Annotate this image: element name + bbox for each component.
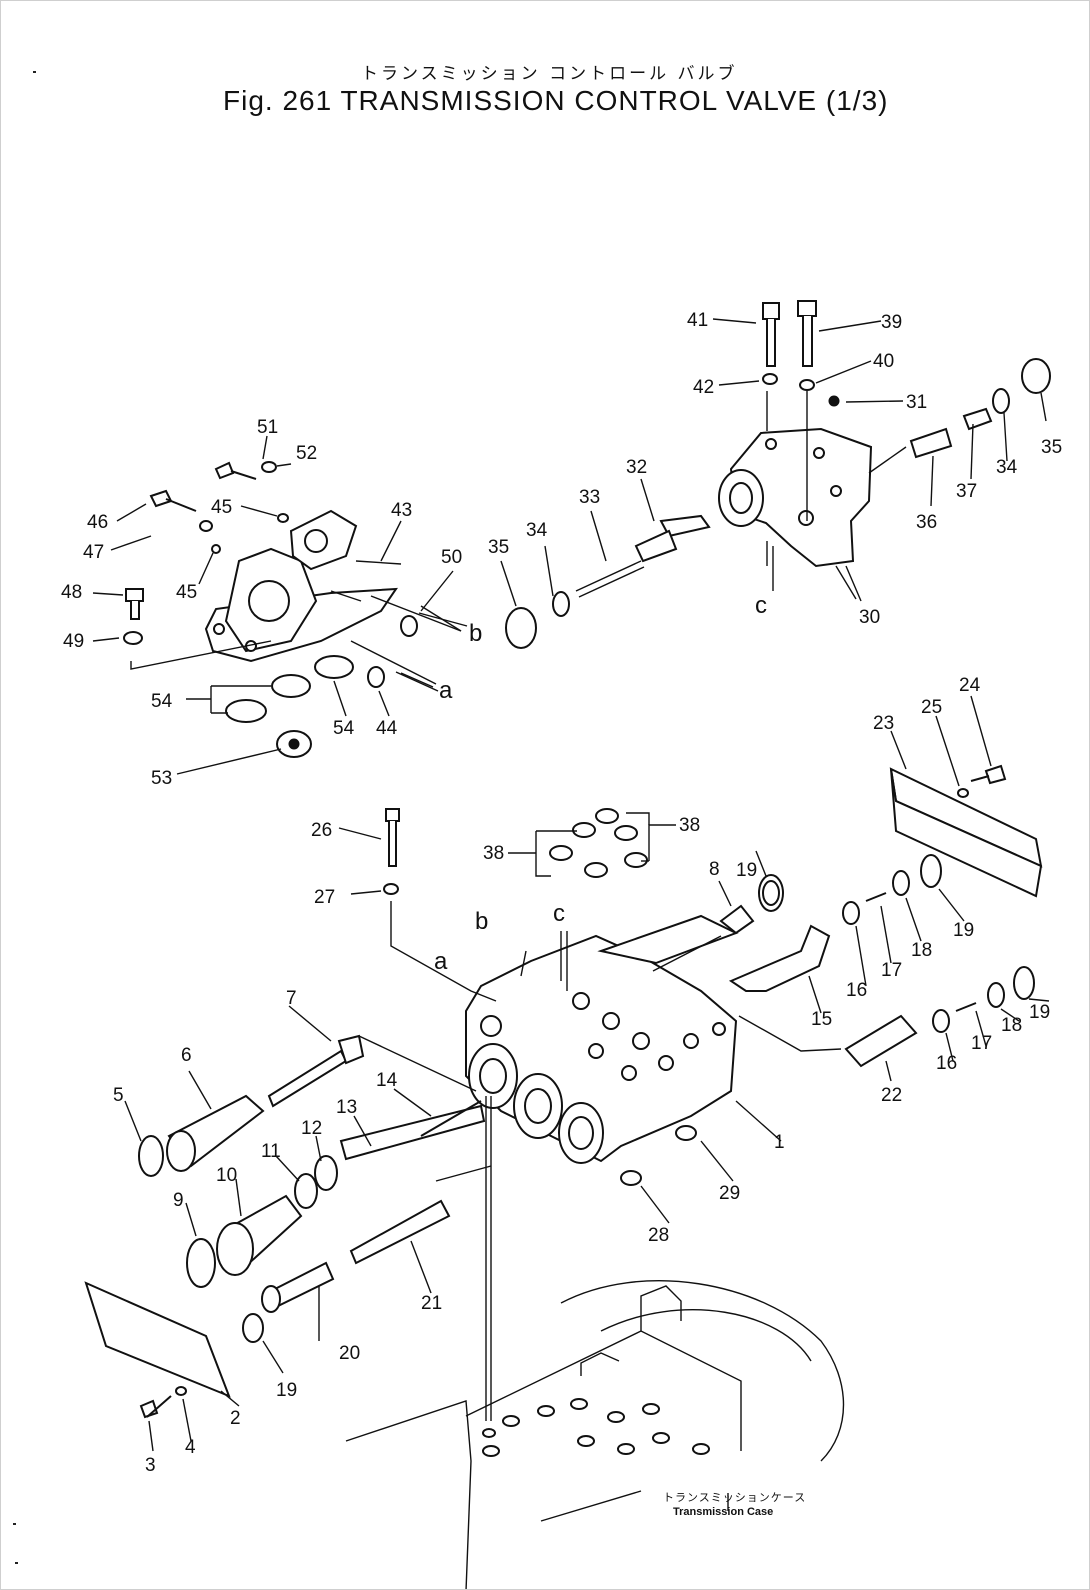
part-label-27: 27 xyxy=(314,887,335,908)
part-label-4: 4 xyxy=(185,1437,196,1458)
part-label-36: 36 xyxy=(916,512,937,533)
part-label-38a: 38 xyxy=(483,843,504,864)
orings-38-drawing xyxy=(549,808,648,878)
ref-letter-a-body: a xyxy=(434,948,448,975)
part-label-12: 12 xyxy=(301,1118,322,1139)
part-label-34a: 34 xyxy=(526,520,548,541)
part-label-43: 43 xyxy=(391,500,412,521)
valve-body-30-drawing xyxy=(505,300,1051,649)
part-label-54b: 54 xyxy=(333,718,355,739)
part-label-45b: 45 xyxy=(176,582,197,603)
part-label-17: 17 xyxy=(881,960,902,981)
part-label-16b: 16 xyxy=(936,1053,957,1074)
part-label-30: 30 xyxy=(859,607,880,628)
part-label-49: 49 xyxy=(63,631,84,652)
leader-lines xyxy=(92,318,1050,1452)
part-label-19d: 19 xyxy=(1029,1002,1050,1023)
part-label-2: 2 xyxy=(230,1408,241,1429)
scan-speck xyxy=(33,71,36,73)
part-label-45a: 45 xyxy=(211,497,232,518)
transmission-case-drawing xyxy=(345,1280,845,1589)
ref-letter-c-top: c xyxy=(755,592,767,619)
part-label-50: 50 xyxy=(441,547,462,568)
part-label-52: 52 xyxy=(296,443,317,464)
part-label-15: 15 xyxy=(811,1009,832,1030)
title-japanese: トランスミッション コントロール バルブ xyxy=(361,64,738,84)
part-label-51: 51 xyxy=(257,417,278,438)
case-label-japanese: トランスミッションケース xyxy=(663,1491,807,1504)
part-label-38b: 38 xyxy=(679,815,700,836)
scan-speck xyxy=(13,1523,16,1525)
part-label-41: 41 xyxy=(687,310,708,331)
part-label-31: 31 xyxy=(906,392,927,413)
part-label-40: 40 xyxy=(873,351,894,372)
part-label-3: 3 xyxy=(145,1455,156,1476)
part-label-19b: 19 xyxy=(736,860,757,881)
ref-letter-c-body: c xyxy=(553,900,565,927)
part-label-33: 33 xyxy=(579,487,600,508)
part-label-28: 28 xyxy=(648,1225,669,1246)
ref-letter-b-top: b xyxy=(469,620,482,647)
ref-letter-a-top: a xyxy=(439,677,453,704)
part-label-22: 22 xyxy=(881,1085,902,1106)
part-label-25: 25 xyxy=(921,697,942,718)
scan-speck xyxy=(15,1562,18,1564)
part-label-10: 10 xyxy=(216,1165,237,1186)
left-spool-parts-drawing xyxy=(84,1034,486,1419)
part-label-9: 9 xyxy=(173,1190,184,1211)
figure-title: Fig. 261 TRANSMISSION CONTROL VALVE (1/3… xyxy=(223,85,889,116)
part-label-17b: 17 xyxy=(971,1033,992,1054)
part-label-37: 37 xyxy=(956,481,977,502)
plate-23-drawing xyxy=(889,764,1043,898)
case-label-english: Transmission Case xyxy=(673,1506,774,1518)
part-label-35a: 35 xyxy=(488,537,509,558)
part-label-16: 16 xyxy=(846,980,867,1001)
part-label-23: 23 xyxy=(873,713,894,734)
part-label-19c: 19 xyxy=(276,1380,297,1401)
part-label-19: 19 xyxy=(953,920,974,941)
part-label-21: 21 xyxy=(421,1293,442,1314)
part-label-53: 53 xyxy=(151,768,172,789)
part-label-44: 44 xyxy=(376,718,398,739)
part-label-7: 7 xyxy=(286,988,297,1009)
part-label-42: 42 xyxy=(693,377,714,398)
part-label-18: 18 xyxy=(911,940,932,961)
right-spool-parts-drawing xyxy=(383,808,1035,1186)
part-label-5: 5 xyxy=(113,1085,124,1106)
part-number-labels: 1 2 3 4 5 6 7 8 9 10 11 12 13 14 15 16 1… xyxy=(61,310,1062,1476)
part-label-54a: 54 xyxy=(151,691,173,712)
main-body-1-drawing xyxy=(465,914,739,1164)
part-label-48: 48 xyxy=(61,582,82,603)
cover-43-drawing xyxy=(204,509,398,663)
assembly-guide-lines xyxy=(130,541,857,1421)
part-label-26: 26 xyxy=(311,820,332,841)
part-label-8: 8 xyxy=(709,859,720,880)
reference-letter-labels: a b c a b c xyxy=(434,592,767,975)
part-label-13: 13 xyxy=(336,1097,357,1118)
part-label-32: 32 xyxy=(626,457,647,478)
part-label-35b: 35 xyxy=(1041,437,1062,458)
part-label-46: 46 xyxy=(87,512,108,533)
ref-letter-b-body: b xyxy=(475,908,488,935)
cover-bolts-drawing xyxy=(123,461,418,758)
part-label-18b: 18 xyxy=(1001,1015,1022,1036)
part-label-1: 1 xyxy=(774,1132,785,1153)
part-label-34b: 34 xyxy=(996,457,1018,478)
part-label-29: 29 xyxy=(719,1183,740,1204)
part-label-39: 39 xyxy=(881,312,902,333)
part-label-14: 14 xyxy=(376,1070,398,1091)
part-label-20: 20 xyxy=(339,1343,360,1364)
part-label-24: 24 xyxy=(959,675,981,696)
part-label-11: 11 xyxy=(261,1141,281,1162)
part-label-6: 6 xyxy=(181,1045,192,1066)
part-label-47: 47 xyxy=(83,542,104,563)
